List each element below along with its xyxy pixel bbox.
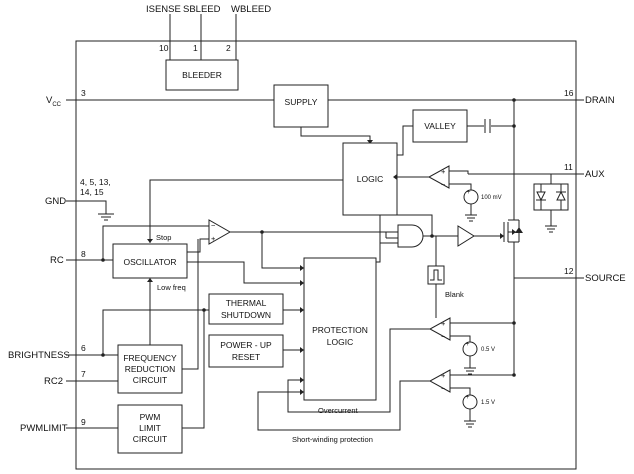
overcurrent-comparator [428, 317, 451, 341]
svg-text:+: + [211, 234, 216, 243]
pin-wbleed-label: WBLEED [231, 4, 271, 15]
power-up-reset-block [208, 334, 284, 368]
stop-comparator [208, 219, 232, 245]
pin-rc2-number: 7 [81, 369, 86, 379]
aux-comparator [427, 165, 450, 189]
frequency-reduction-block [117, 344, 183, 394]
pin-pwmlimit-number: 9 [81, 417, 86, 427]
valley-block [412, 109, 468, 143]
blank-label: Blank [445, 290, 464, 299]
pin-wbleed: WBLEED 2 [226, 4, 271, 60]
svg-text:+: + [467, 190, 471, 196]
ground-symbol-gnd [98, 213, 114, 221]
pin-gnd-label: GND [45, 196, 66, 207]
short-winding-comparator [428, 369, 451, 393]
thermal-shutdown-block [208, 293, 284, 325]
pin-drain-number: 16 [564, 88, 574, 98]
pin-sbleed-label: SBLEED [183, 4, 221, 15]
pin-sbleed-number: 1 [193, 43, 198, 53]
pin-gnd-number-line2: 14, 15 [80, 187, 104, 197]
pin-aux-label: AUX [585, 169, 605, 180]
logic-label: LOGIC [357, 174, 383, 184]
ref-15v-label: 1.5 V [481, 400, 495, 406]
svg-text:+: + [441, 371, 446, 380]
pin-brightness-label: BRIGHTNESS [8, 350, 70, 361]
pin-source-number: 12 [564, 266, 574, 276]
stop-label: Stop [156, 233, 171, 242]
pin-wbleed-number: 2 [226, 43, 231, 53]
bleeder-block [165, 59, 239, 91]
pin-isense-number: 10 [159, 43, 169, 53]
pwm-label-line3: CIRCUIT [133, 434, 167, 444]
pin-gnd-number-line1: 4, 5, 13, [80, 177, 111, 187]
pin-rc-number: 8 [81, 249, 86, 259]
pin-rc-label: RC [50, 255, 64, 266]
aux-diode-network [533, 174, 569, 233]
freq-label-line2: REDUCTION [125, 364, 176, 374]
powerup-label-line1: POWER - UP [220, 340, 272, 350]
freq-label-line3: CIRCUIT [133, 375, 167, 385]
ref-100mv-label: 100 mV [481, 195, 502, 201]
and-gate [397, 224, 424, 248]
protection-logic-block [303, 257, 377, 401]
svg-text:+: + [466, 342, 470, 348]
svg-text:−: − [441, 180, 446, 189]
pin-isense-label: ISENSE [146, 4, 181, 15]
pin-isense: ISENSE 10 [146, 4, 181, 60]
bleeder-label: BLEEDER [182, 70, 222, 80]
freq-label-line1: FREQUENCY [123, 353, 177, 363]
svg-text:−: − [441, 384, 446, 393]
pin-brightness-number: 6 [81, 343, 86, 353]
low-freq-label: Low freq [157, 283, 186, 292]
powerup-label-line2: RESET [232, 352, 260, 362]
pin-source-label: SOURCE [585, 273, 626, 284]
protection-label-line1: PROTECTION [312, 325, 368, 335]
oscillator-label: OSCILLATOR [123, 257, 176, 267]
short-winding-label: Short-winding protection [292, 435, 373, 444]
supply-label: SUPPLY [285, 97, 318, 107]
pin-pwmlimit-label: PWMLIMIT [20, 423, 68, 434]
logic-block [342, 142, 398, 216]
pin-sbleed: SBLEED 1 [183, 4, 221, 60]
pin-drain-label: DRAIN [585, 95, 615, 106]
blank-block [427, 265, 445, 285]
pin-aux-number: 11 [564, 162, 573, 172]
thermal-label-line1: THERMAL [226, 298, 267, 308]
valley-label: VALLEY [424, 121, 456, 131]
pwm-label-line2: LIMIT [139, 423, 161, 433]
overcurrent-label: Overcurrent [318, 406, 359, 415]
pin-rc2-label: RC2 [44, 376, 63, 387]
pin-vcc-label: VCC [46, 95, 62, 108]
ref-05v-label: 0.5 V [481, 347, 495, 353]
oscillator-block [112, 243, 188, 279]
pwm-label-line1: PWM [140, 412, 161, 422]
pin-vcc-number: 3 [81, 88, 86, 98]
pwm-limit-block [117, 404, 183, 454]
svg-text:+: + [466, 395, 470, 401]
svg-text:+: + [441, 167, 446, 176]
svg-text:−: − [441, 332, 446, 341]
protection-label-line2: LOGIC [327, 337, 353, 347]
svg-text:−: − [211, 221, 216, 230]
svg-text:+: + [441, 319, 446, 328]
thermal-label-line2: SHUTDOWN [221, 310, 271, 320]
power-mosfet [503, 100, 523, 278]
